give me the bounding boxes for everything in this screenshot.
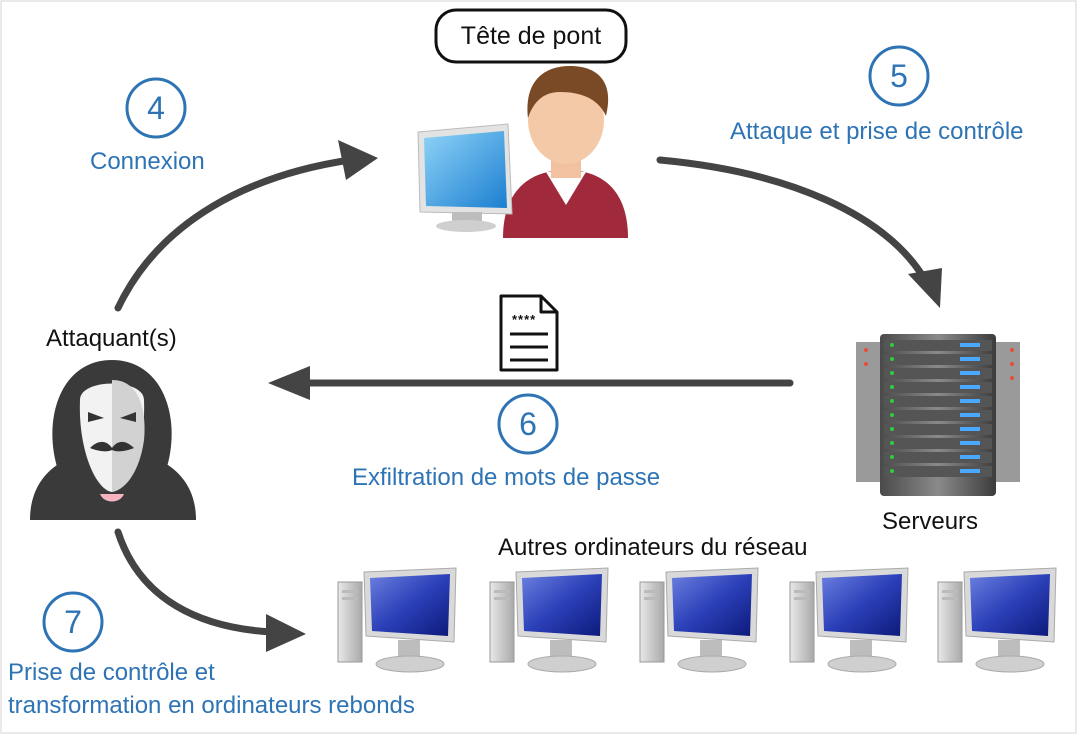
arrowhead-attaque <box>908 268 942 308</box>
step-5-label: Attaque et prise de contrôle <box>730 118 1024 145</box>
password-document-icon <box>499 294 559 372</box>
servers-label: Serveurs <box>882 508 979 535</box>
attacker-label: Attaquant(s) <box>46 325 177 352</box>
desktop-computer-icon <box>489 567 609 673</box>
user-at-computer-icon <box>417 66 628 238</box>
step-7-number: 7 <box>64 604 82 640</box>
bridgehead-label-box <box>434 8 628 64</box>
step-6-label: Exfiltration de mots de passe <box>352 464 661 491</box>
bridgehead-label: Tête de pont <box>460 22 602 50</box>
hooded-hacker-icon <box>30 360 196 520</box>
step-7-label-line1: Prise de contrôle et <box>8 659 215 686</box>
arrowhead-rebonds <box>266 614 306 652</box>
server-rack-icon <box>856 334 1020 496</box>
desktop-computer-icon <box>639 567 759 673</box>
step-7-circle <box>42 591 104 653</box>
step-6-number: 6 <box>519 406 537 442</box>
arrow-connexion <box>114 156 354 312</box>
step-4-number: 4 <box>147 90 165 126</box>
arrow-rebonds <box>114 528 276 636</box>
arrow-attaque <box>656 156 928 282</box>
desktop-computer-icon <box>789 567 909 673</box>
other-computers-label: Autres ordinateurs du réseau <box>498 534 808 561</box>
step-6-circle <box>497 393 559 455</box>
desktop-computer-icon <box>937 567 1057 673</box>
step-5-circle <box>868 45 930 107</box>
step-4-circle <box>125 77 187 139</box>
step-5-number: 5 <box>890 58 908 94</box>
desktop-computer-icon <box>337 567 457 673</box>
password-stars: **** <box>512 312 537 327</box>
arrowhead-connexion <box>338 140 378 180</box>
arrowhead-exfiltration <box>268 366 310 400</box>
step-7-label-line2: transformation en ordinateurs rebonds <box>8 692 415 719</box>
step-4-label: Connexion <box>90 148 205 175</box>
